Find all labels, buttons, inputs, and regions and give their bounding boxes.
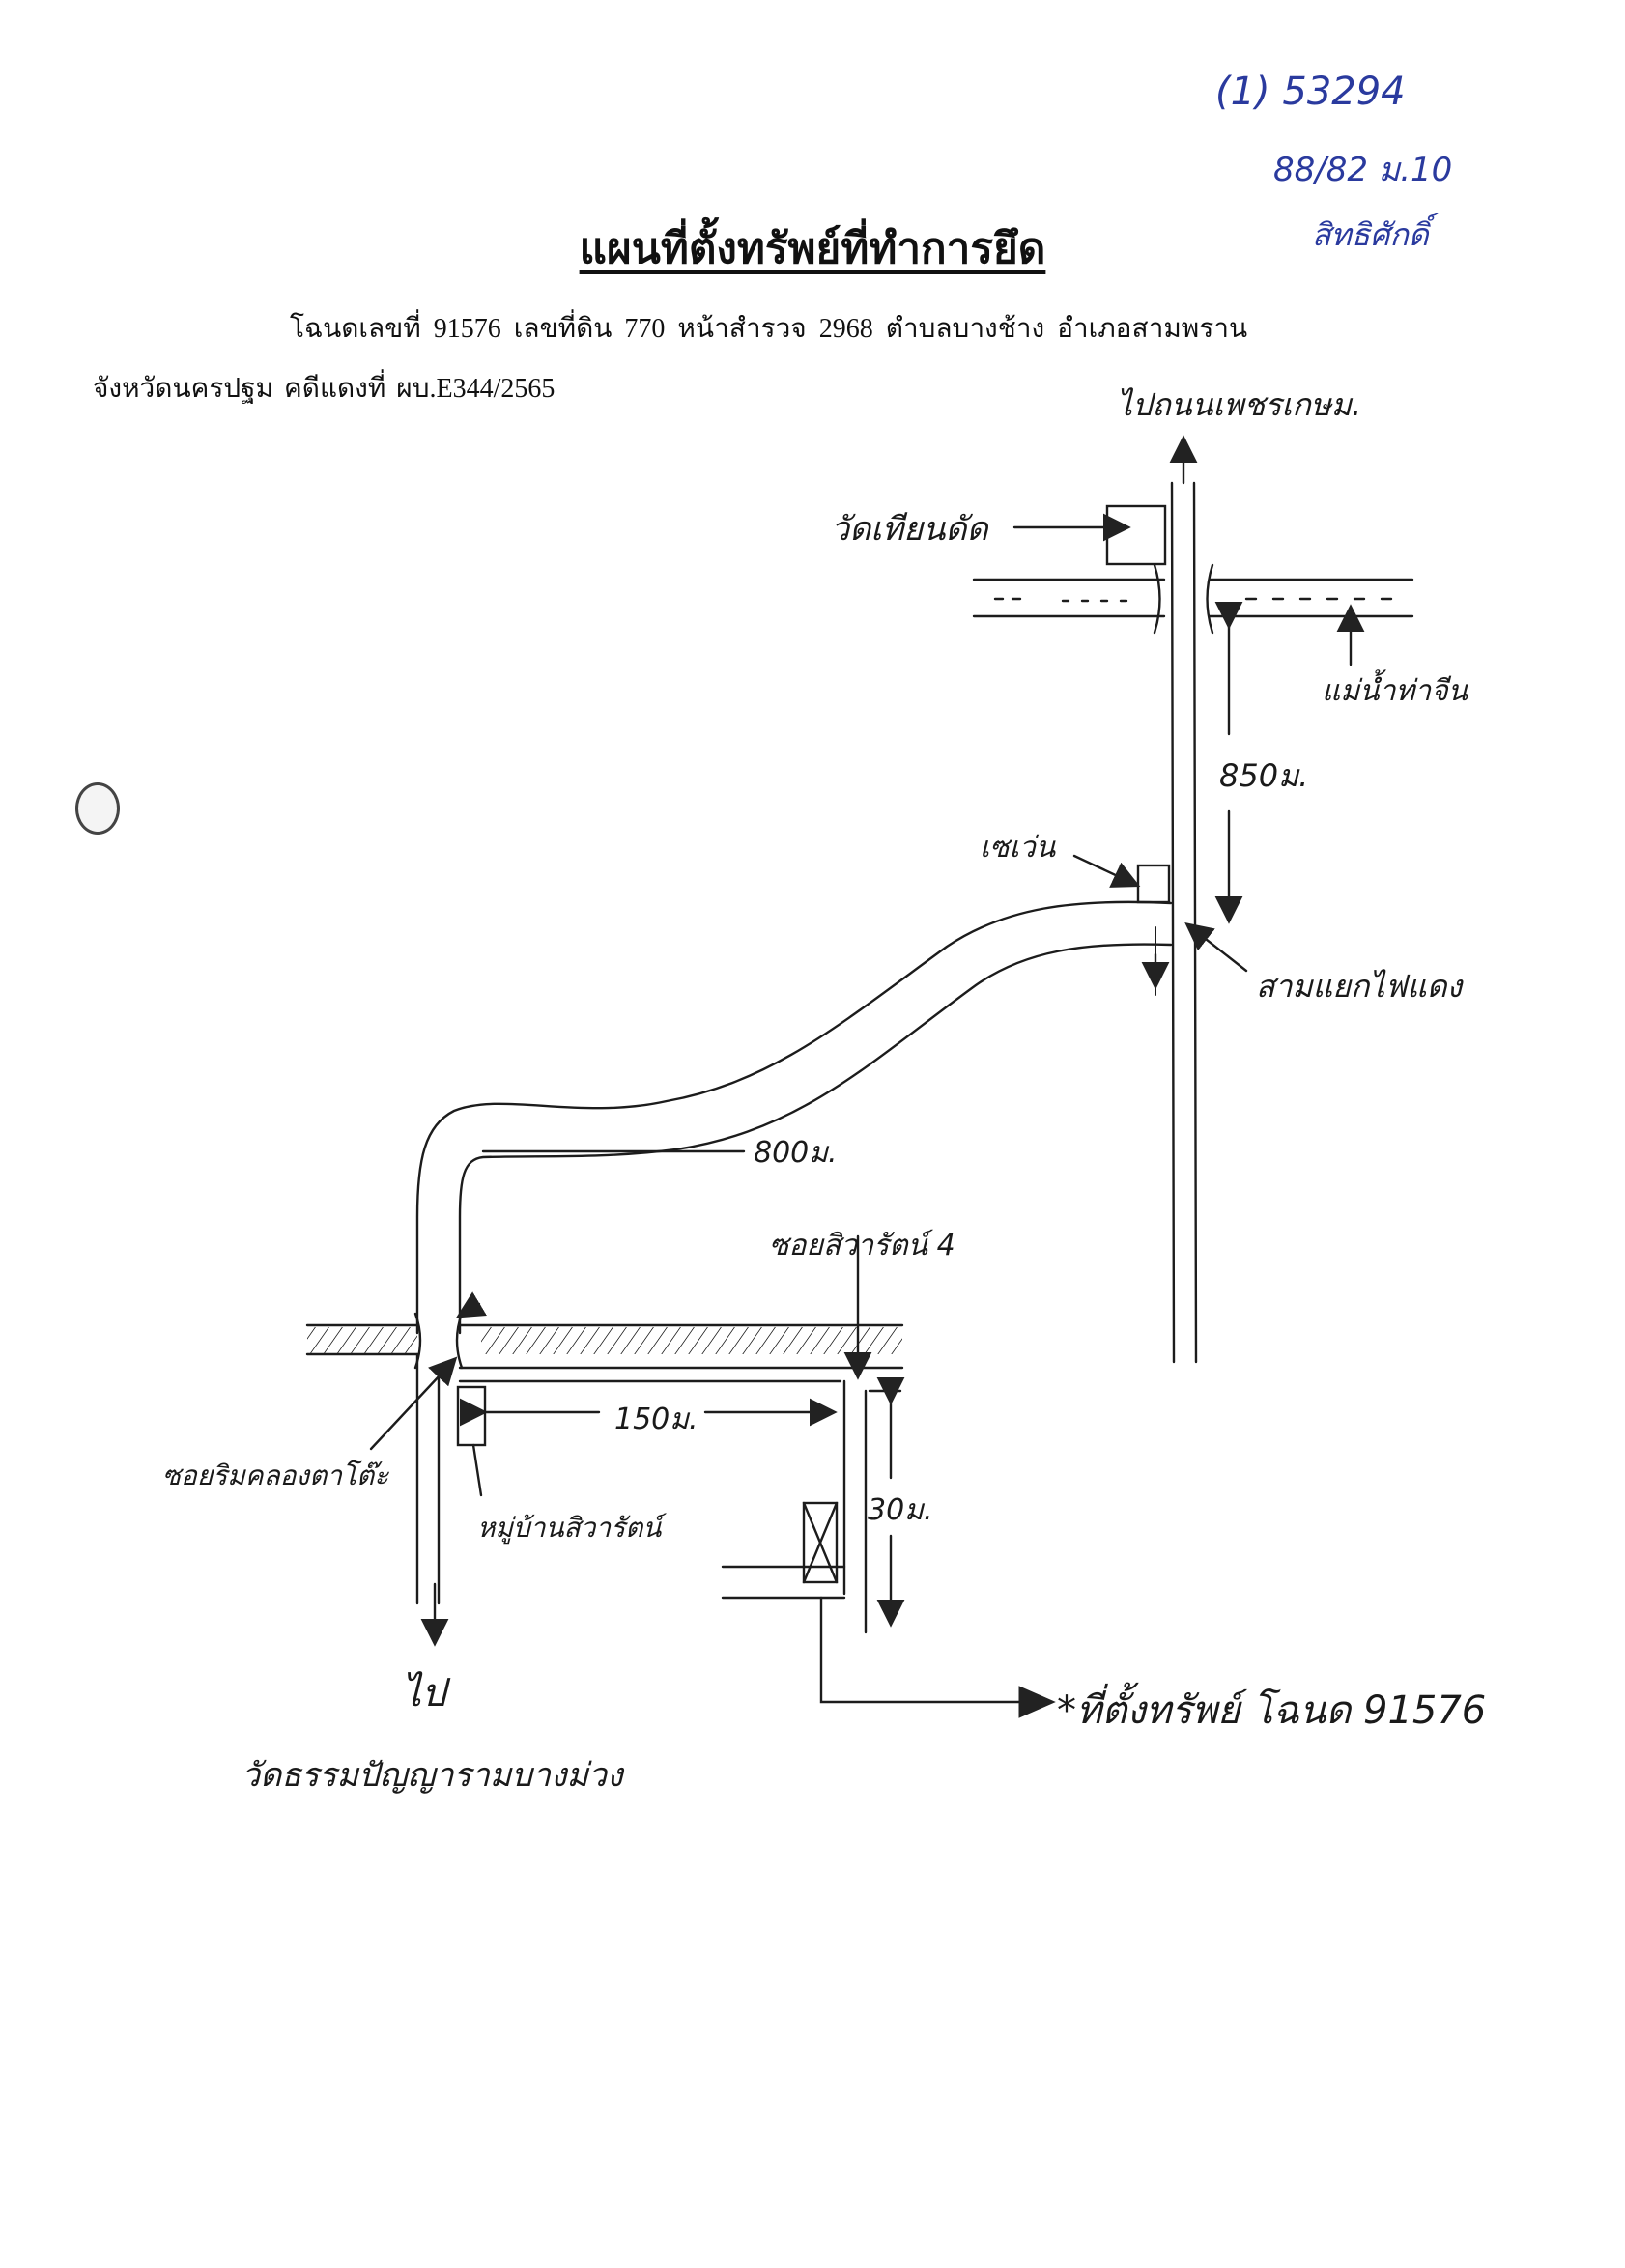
label-distance-150: 150ม. <box>614 1403 698 1436</box>
canal-road-pointer <box>369 1356 458 1451</box>
soi-siwarat-4-road <box>458 1234 902 1634</box>
deed-info-line: โฉนดเลขที่ 91576 เลขที่ดิน 770 หน้าสำรวจ… <box>290 314 1248 344</box>
page-title: แผนที่ตั้งทรัพย์ที่ทำการยึด <box>579 225 1046 272</box>
temple-top-marker <box>1012 504 1167 566</box>
label-distance-800: 800ม. <box>754 1136 838 1170</box>
label-river: แม่น้ำท่าจีน <box>1322 674 1468 708</box>
junction-pointer <box>1184 922 1248 973</box>
property-pointer <box>819 1596 1056 1718</box>
river-tha-chin <box>972 563 1414 635</box>
property-marker <box>721 1501 846 1600</box>
label-to-road-top: ไปถนนเพชรเกษม. <box>1117 386 1362 423</box>
main-road-right <box>1169 435 1198 1364</box>
label-property: *ที่ตั้งทรัพย์ โฉนด 91576 <box>1057 1688 1487 1733</box>
curved-road <box>415 900 1173 1335</box>
label-soi-canal: ซอยริมคลองตาโต๊ะ <box>162 1460 389 1491</box>
label-soi-4: ซอยสิวารัตน์ 4 <box>769 1229 955 1262</box>
case-info-line: จังหวัดนครปฐม คดีแดงที่ ผบ.E344/2565 <box>93 374 556 404</box>
label-temple-top: วัดเทียนดัด <box>831 510 988 549</box>
label-temple-bottom: วัดธรรมปัญญารามบางม่วง <box>242 1756 623 1795</box>
label-village: หมู่บ้านสิวารัตน์ <box>477 1512 662 1544</box>
stamp-number: (1) 53294 <box>1215 70 1406 114</box>
label-distance-30: 30ม. <box>868 1493 933 1527</box>
shop-marker <box>1072 854 1171 904</box>
village-marker <box>456 1385 487 1497</box>
label-to-bottom: ไป <box>402 1671 446 1715</box>
stamp-signature: สิทธิศักดิ์ <box>1312 216 1429 253</box>
label-distance-850: 850ม. <box>1219 757 1309 794</box>
label-shop: เซเว่น <box>980 831 1056 865</box>
label-junction: สามแยกไฟแดง <box>1256 968 1463 1005</box>
punch-hole <box>75 782 120 835</box>
stamp-reference: 88/82 ม.10 <box>1273 151 1453 189</box>
left-road-down <box>415 1291 487 1647</box>
canal-road <box>305 1312 904 1370</box>
